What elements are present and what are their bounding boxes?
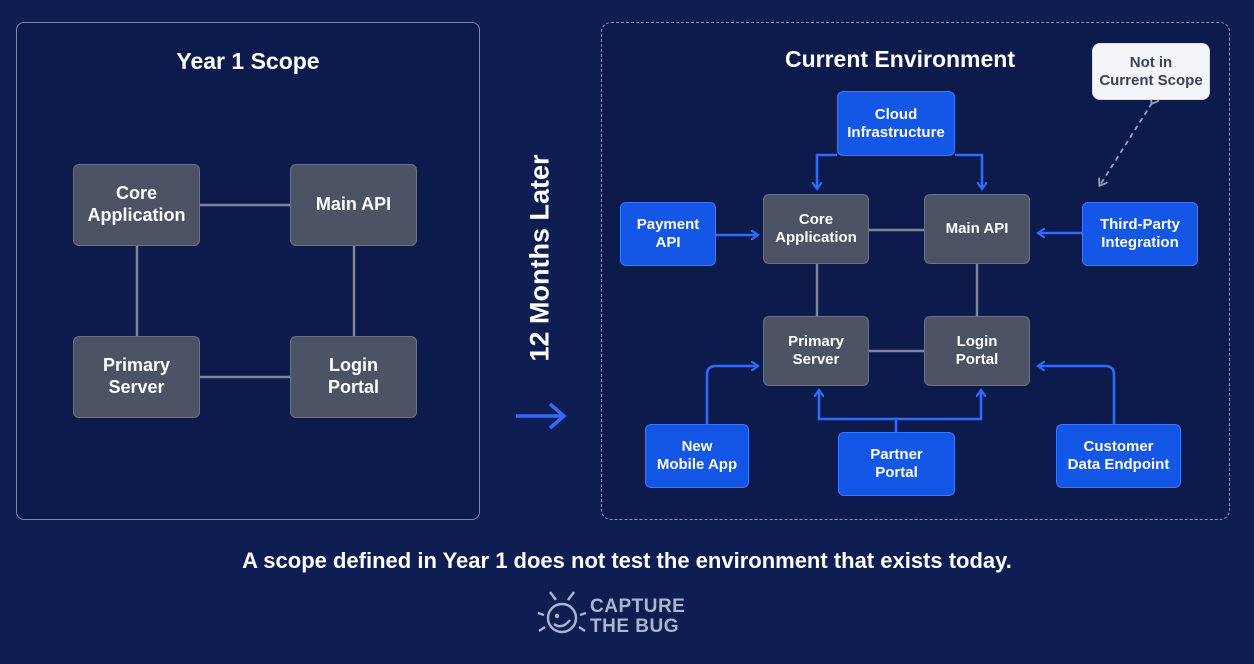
- capture-the-bug-logo: [537, 591, 587, 634]
- left-main-api-node: Main API: [290, 164, 417, 246]
- current-environment-title: Current Environment: [784, 46, 1016, 72]
- not-in-current-scope-label: Not in Current Scope: [1092, 43, 1210, 100]
- left-wires: [135, 203, 356, 379]
- logo-line1: CAPTURE: [590, 596, 686, 617]
- third-party-integration-node: Third-Party Integration: [1082, 202, 1198, 266]
- bug-icon: [537, 591, 587, 634]
- right-primary-server-node: Primary Server: [763, 316, 869, 386]
- right-login-portal-node: Login Portal: [924, 316, 1030, 386]
- left-core-application-node: Core Application: [73, 164, 200, 246]
- left-login-portal-node: Login Portal: [290, 336, 417, 418]
- out-of-scope-pointer: [1100, 103, 1152, 185]
- right-core-application-node: Core Application: [763, 194, 869, 264]
- customer-data-endpoint-node: Customer Data Endpoint: [1056, 424, 1181, 488]
- partner-portal-node: Partner Portal: [838, 432, 955, 496]
- cloud-infrastructure-node: Cloud Infrastructure: [837, 91, 955, 156]
- caption: A scope defined in Year 1 does not test …: [242, 548, 1012, 573]
- right-blue-arrows: [705, 153, 1116, 432]
- payment-api-node: Payment API: [620, 202, 716, 266]
- right-gray-wires: [815, 228, 979, 353]
- year1-scope-title: Year 1 Scope: [176, 48, 320, 74]
- year1-scope-panel: [16, 22, 480, 520]
- twelve-months-later-label: 12 Months Later: [524, 154, 555, 362]
- logo-text: CAPTURE THE BUG: [590, 597, 685, 637]
- new-mobile-app-node: New Mobile App: [645, 424, 749, 488]
- left-primary-server-node: Primary Server: [73, 336, 200, 418]
- logo-line2: THE BUG: [590, 615, 679, 637]
- right-main-api-node: Main API: [924, 194, 1030, 264]
- right-arrow-icon: [516, 402, 567, 430]
